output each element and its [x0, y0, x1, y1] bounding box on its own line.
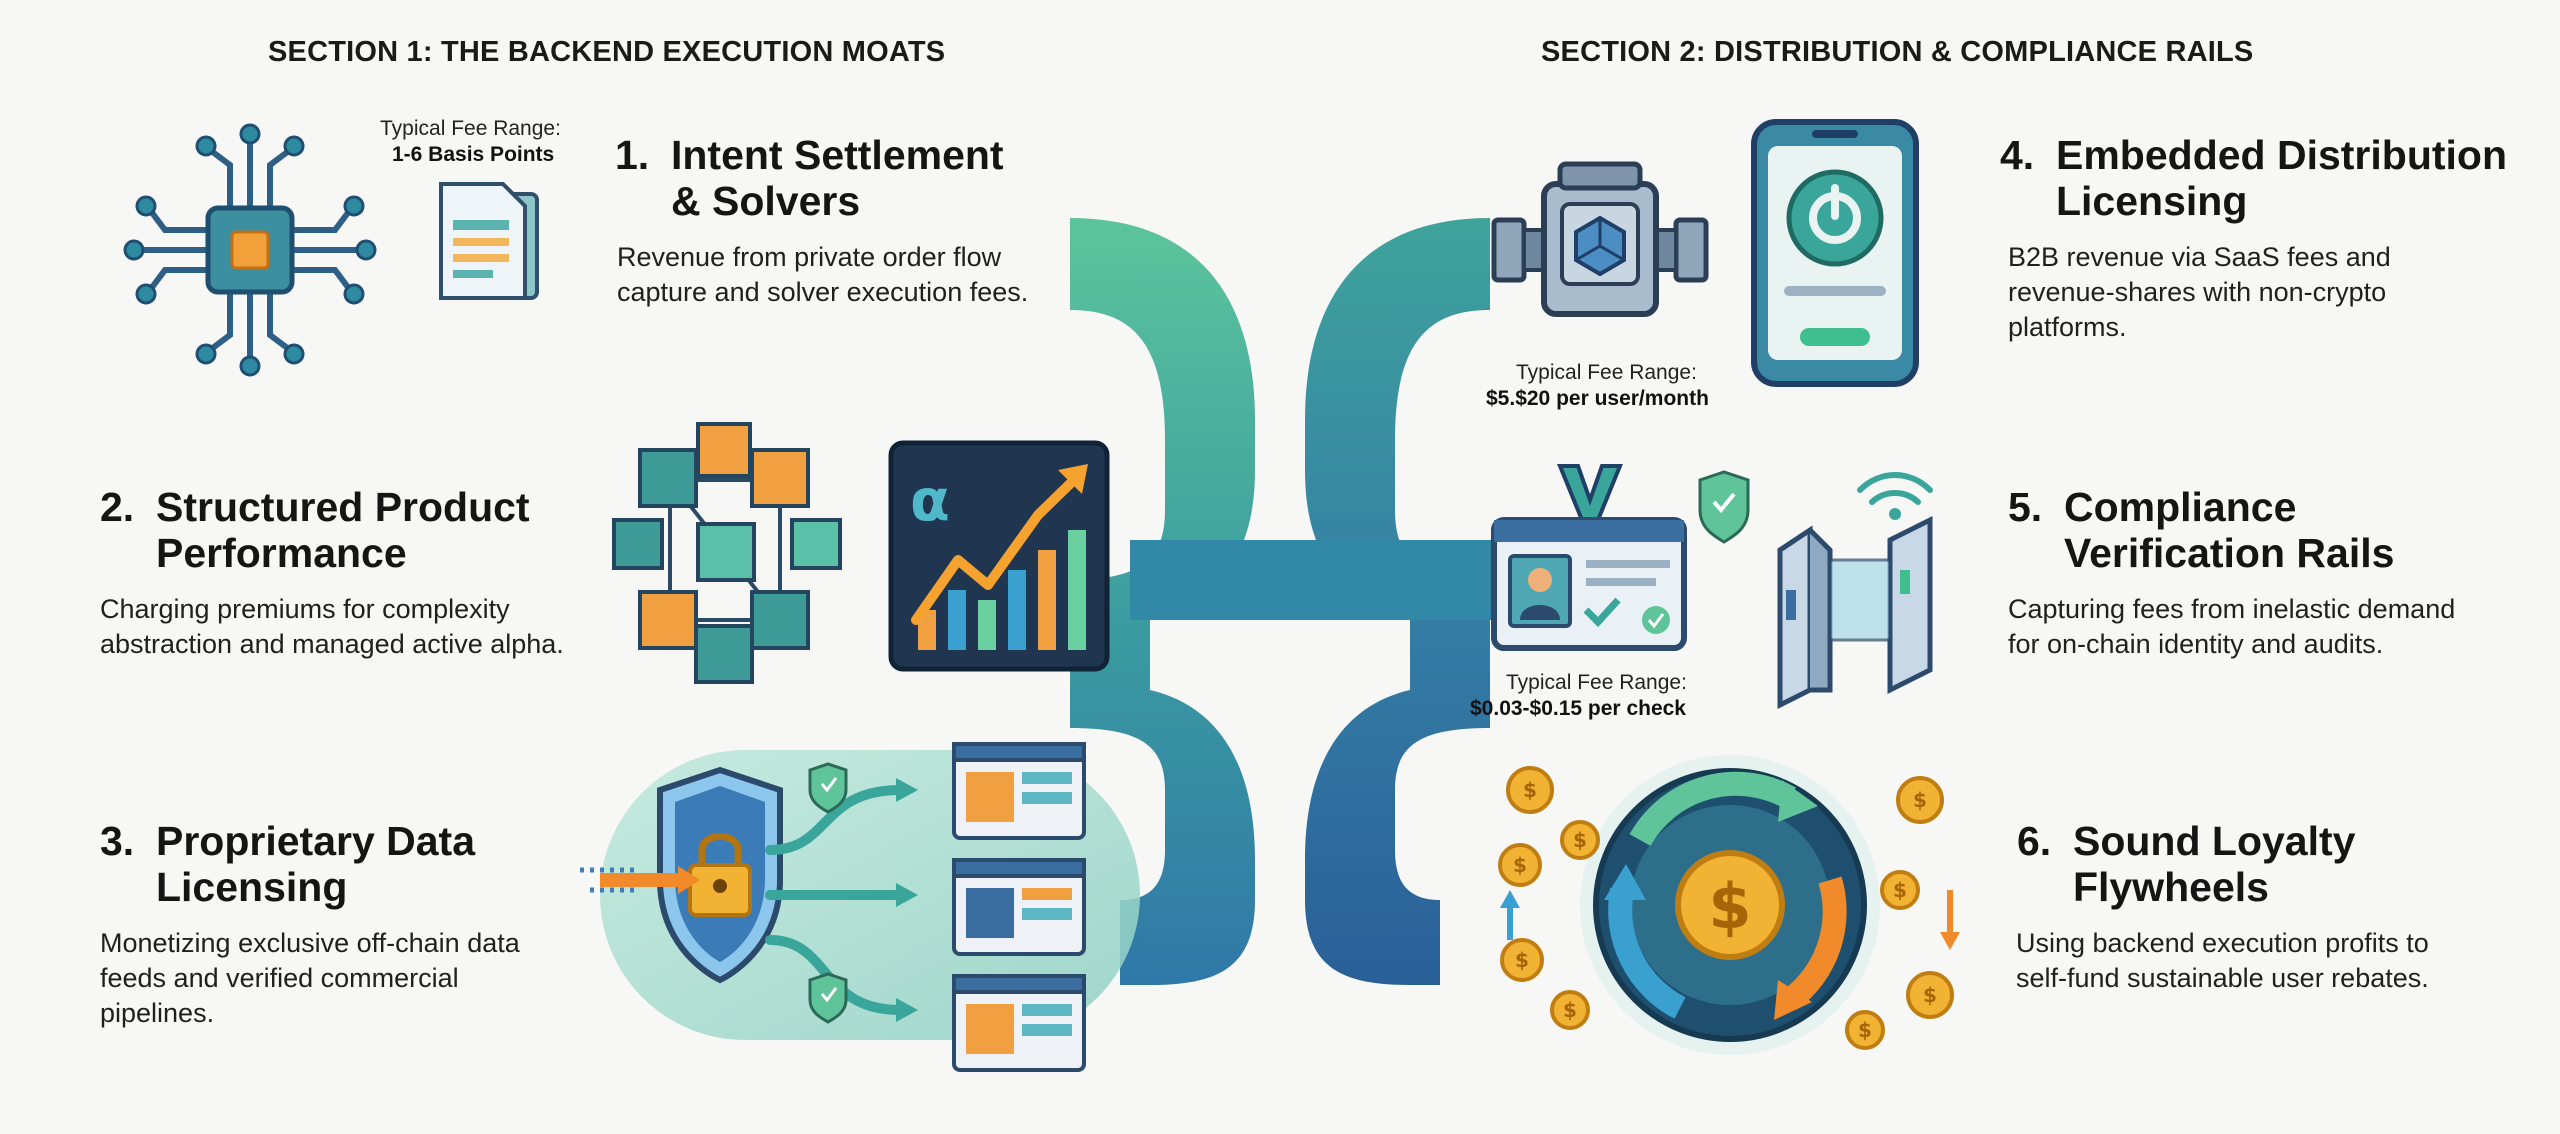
item-1-title: 1. Intent Settlement & Solvers [615, 132, 1004, 224]
item-6-title-line1: Sound Loyalty [2073, 818, 2356, 864]
item-4-fee-value: $5.$20 per user/month [1486, 387, 1709, 410]
item-5-title-line2: Verification Rails [2064, 530, 2395, 576]
security-gate-icon [1698, 470, 1933, 710]
item-2-title-line2: Performance [156, 530, 407, 576]
item-3-description: Monetizing exclusive off-chain data feed… [100, 928, 520, 1028]
svg-text:$: $ [1858, 1018, 1872, 1042]
item-2-title: 2. Structured Product Performance [100, 484, 530, 576]
section-1-title: SECTION 1: THE BACKEND EXECUTION MOATS [268, 36, 946, 68]
engine-icon [1491, 161, 1709, 317]
item-6-title: 6. Sound Loyalty Flywheels [2017, 818, 2355, 910]
item-4-title: 4. Embedded Distribution Licensing [2000, 132, 2507, 224]
item-1-title-line1: Intent Settlement [671, 132, 1004, 178]
item-3-title: 3. Proprietary Data Licensing [100, 818, 475, 910]
item-5-description: Capturing fees from inelastic demand for… [2008, 594, 2456, 659]
flywheel-coin-icon: $ $ $ $ $ $ $ $ $ $ [1498, 755, 1960, 1055]
item-4-number: 4. [2000, 132, 2035, 178]
section-2-title: SECTION 2: DISTRIBUTION & COMPLIANCE RAI… [1541, 36, 2254, 68]
svg-text:$: $ [1563, 998, 1577, 1022]
item-5-fee-value: $0.03-$0.15 per check [1470, 697, 1686, 720]
svg-text:$: $ [1523, 778, 1537, 802]
document-icon [439, 182, 539, 300]
item-5-title-line1: Compliance [2064, 484, 2297, 530]
item-4-title-line2: Licensing [2056, 178, 2248, 224]
item-1-fee-value: 1-6 Basis Points [392, 143, 555, 166]
item-6-description: Using backend execution profits to self-… [2016, 928, 2429, 993]
cube-network-icon [612, 422, 842, 684]
smartphone-power-icon [1751, 119, 1919, 387]
item-3-title-line1: Proprietary Data [156, 818, 476, 864]
alpha-growth-chart-icon: α [888, 440, 1110, 672]
item-2-description: Charging premiums for complexity abstrac… [100, 594, 564, 659]
item-4-title-line1: Embedded Distribution [2056, 132, 2507, 178]
item-6-number: 6. [2017, 818, 2052, 864]
item-2-title-line1: Structured Product [156, 484, 530, 530]
svg-text:$: $ [1923, 983, 1937, 1007]
svg-text:$: $ [1573, 828, 1587, 852]
svg-text:$: $ [1913, 788, 1927, 812]
item-5-title: 5. Compliance Verification Rails [2008, 484, 2394, 576]
svg-text:$: $ [1893, 878, 1907, 902]
svg-text:α: α [910, 466, 950, 534]
item-4-description: B2B revenue via SaaS fees and revenue-sh… [2008, 242, 2391, 342]
item-5-number: 5. [2008, 484, 2043, 530]
processor-chip-icon [123, 123, 377, 377]
svg-text:$: $ [1708, 870, 1751, 943]
item-1-title-line2: & Solvers [671, 178, 861, 224]
svg-text:$: $ [1513, 853, 1527, 877]
shield-lock-icon [580, 762, 918, 1024]
item-5-fee-label: Typical Fee Range: [1506, 671, 1687, 694]
item-3-title-line2: Licensing [156, 864, 348, 910]
svg-text:$: $ [1515, 948, 1529, 972]
item-6-title-line2: Flywheels [2073, 864, 2269, 910]
item-1-fee-label: Typical Fee Range: [380, 117, 561, 140]
item-4-fee-label: Typical Fee Range: [1516, 361, 1697, 384]
item-3-number: 3. [100, 818, 135, 864]
item-1-description: Revenue from private order flow capture … [617, 242, 1029, 307]
data-window-icon [952, 742, 1086, 1072]
id-badge-icon [1491, 464, 1687, 651]
item-1-number: 1. [615, 132, 650, 178]
item-2-number: 2. [100, 484, 135, 530]
